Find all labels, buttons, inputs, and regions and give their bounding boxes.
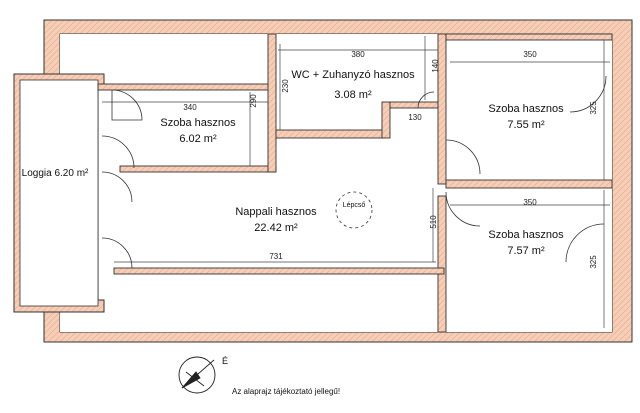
living-name: Nappali hasznos: [235, 206, 317, 218]
interior-walls: [97, 33, 613, 333]
living-area: 22.42 m²: [254, 222, 298, 234]
room-left-name: Szoba hasznos: [160, 117, 236, 129]
dim-510: 510: [429, 215, 438, 229]
room-bottom-right-area: 7.57 m²: [507, 245, 545, 257]
dim-130: 130: [408, 113, 422, 122]
loggia-label: Loggia 6.20 m²: [22, 168, 89, 179]
compass-icon: [178, 356, 216, 394]
wc-area: 3.08 m²: [334, 89, 372, 101]
dim-140: 140: [431, 59, 440, 73]
dim-380: 380: [351, 50, 365, 59]
room-bottom-right-name: Szoba hasznos: [488, 229, 564, 241]
room-top-right-area: 7.55 m²: [507, 119, 545, 131]
dim-350-bottom: 350: [523, 198, 537, 207]
dim-325-top: 325: [589, 101, 598, 115]
room-left-area: 6.02 m²: [179, 133, 217, 145]
compass-letter: É: [222, 356, 228, 366]
dim-290: 290: [249, 94, 258, 108]
door-swings: [101, 75, 607, 269]
dim-230: 230: [281, 79, 290, 93]
wc-name: WC + Zuhanyzó hasznos: [291, 69, 415, 81]
room-top-right-name: Szoba hasznos: [488, 103, 564, 115]
dim-731: 731: [269, 252, 283, 261]
disclaimer-text: Az alaprajz tájékoztató jellegű!: [232, 387, 340, 396]
stairs-label: Lépcső: [343, 202, 366, 209]
dim-350-top: 350: [523, 50, 537, 59]
dim-340: 340: [183, 103, 197, 112]
dimension-lines: [102, 36, 610, 328]
dim-325-bottom: 325: [589, 255, 598, 269]
loggia: [13, 73, 105, 313]
